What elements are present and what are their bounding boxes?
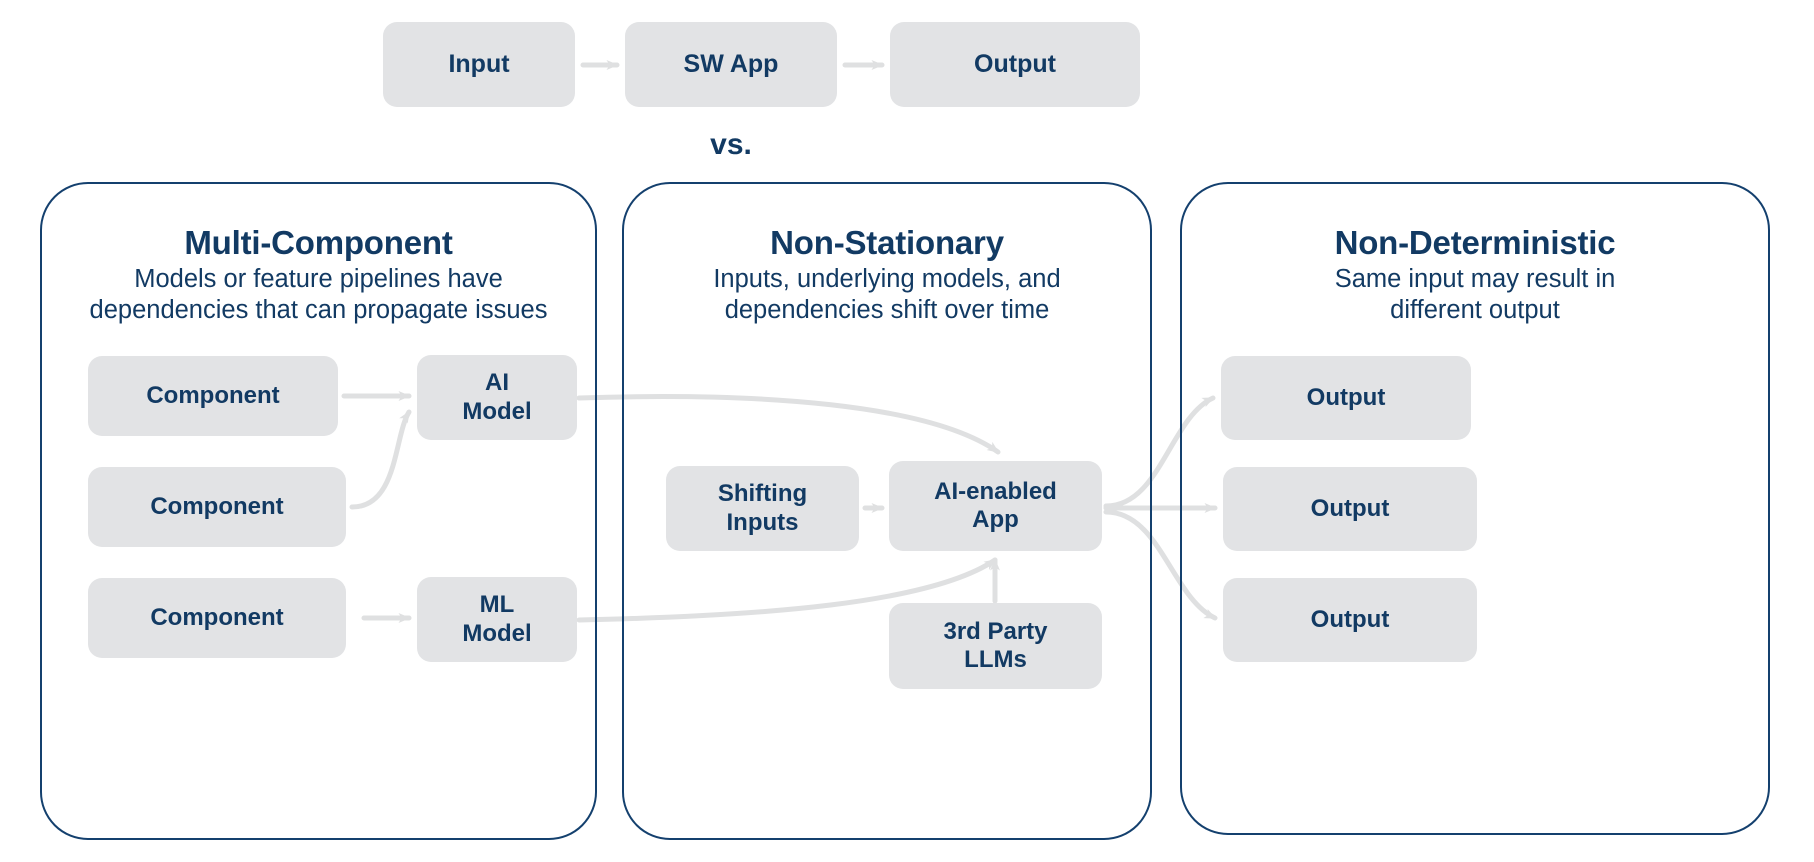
node-line: Model [462, 397, 532, 425]
node-component-3[interactable]: Component [88, 578, 346, 658]
node-line: AI [484, 369, 509, 397]
node-line: Model [462, 619, 532, 647]
node-line: 3rd Party [943, 617, 1048, 645]
node-output-2[interactable]: Output [1223, 467, 1477, 551]
vs-label: vs. [710, 128, 752, 161]
node-component-2[interactable]: Component [88, 467, 346, 547]
panel-non-stationary [622, 182, 1152, 840]
node-ml-model[interactable]: ML Model [417, 577, 577, 662]
node-line: Inputs [726, 508, 799, 536]
panel-multi-component [40, 182, 597, 840]
node-ai-model[interactable]: AI Model [417, 355, 577, 440]
node-input[interactable]: Input [383, 22, 575, 107]
node-line: Shifting [717, 480, 808, 508]
panel-non-deterministic [1180, 182, 1770, 835]
node-line: AI-enabled [934, 477, 1057, 505]
node-line: App [972, 506, 1019, 533]
node-line: LLMs [964, 646, 1027, 673]
node-line: ML [479, 591, 515, 619]
node-output-1[interactable]: Output [1221, 356, 1471, 440]
node-component-1[interactable]: Component [88, 356, 338, 436]
node-ai-enabled-app[interactable]: AI-enabled App [889, 461, 1102, 551]
node-output-3[interactable]: Output [1223, 578, 1477, 662]
node-sw-app[interactable]: SW App [625, 22, 837, 107]
node-output[interactable]: Output [890, 22, 1140, 107]
node-third-party-llms[interactable]: 3rd Party LLMs [889, 603, 1102, 689]
node-shifting-inputs[interactable]: Shifting Inputs [666, 466, 859, 551]
